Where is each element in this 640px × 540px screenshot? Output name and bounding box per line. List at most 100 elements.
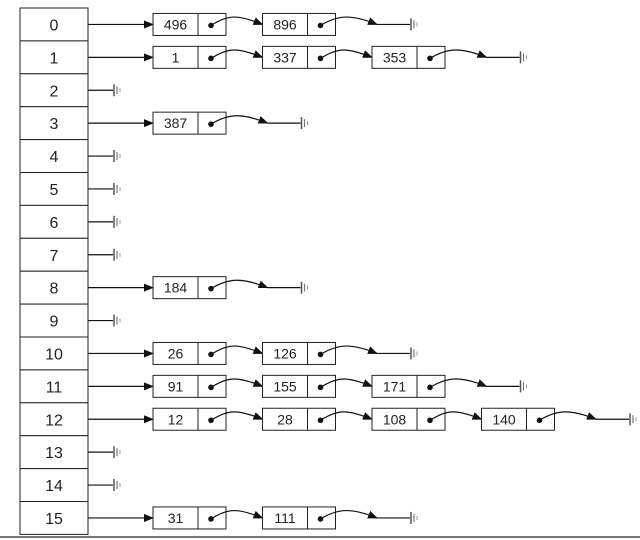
node-value: 353 <box>383 49 407 65</box>
bucket-7: 7 <box>19 237 121 272</box>
list-node: 155 <box>262 374 373 398</box>
node-value: 1 <box>172 49 180 65</box>
node-value: 126 <box>273 345 297 361</box>
bucket-13: 13 <box>19 435 121 470</box>
next-pointer-arrow <box>429 378 488 388</box>
next-pointer-arrow <box>320 16 378 26</box>
bucket-index: 10 <box>45 346 63 363</box>
bucket-14: 14 <box>19 468 121 503</box>
next-pointer-arrow <box>320 345 378 355</box>
list-node: 171 <box>371 374 527 398</box>
next-pointer-arrow <box>320 378 373 388</box>
null-terminator-icon <box>113 182 121 195</box>
list-node: 31 <box>152 506 264 530</box>
node-value: 337 <box>273 49 297 65</box>
next-pointer-arrow <box>210 16 264 26</box>
next-pointer-arrow <box>320 411 373 421</box>
next-pointer-arrow <box>429 49 488 59</box>
node-value: 140 <box>492 411 516 427</box>
bucket-index: 5 <box>50 182 59 199</box>
list-node: 496 <box>152 12 264 36</box>
node-value: 387 <box>164 115 188 131</box>
pointer-dot <box>427 384 433 391</box>
list-node: 126 <box>262 341 418 365</box>
bucket-cell <box>19 336 89 371</box>
bucket-index: 0 <box>50 17 59 34</box>
bucket-2: 2 <box>19 73 121 108</box>
bucket-cell <box>19 303 89 338</box>
bucket-index: 6 <box>50 215 59 232</box>
next-pointer-arrow <box>210 279 269 290</box>
bucket-cell <box>19 40 89 75</box>
node-value: 26 <box>168 345 184 361</box>
bucket-0: 0 496 896 <box>19 7 418 42</box>
bucket-cell <box>19 237 89 272</box>
bucket-cell <box>19 402 89 437</box>
list-node: 26 <box>152 341 264 365</box>
next-pointer-arrow <box>210 378 264 388</box>
list-node: 28 <box>262 407 373 431</box>
null-terminator-icon <box>410 511 418 524</box>
bucket-index: 12 <box>45 412 63 429</box>
list-node: 91 <box>152 374 264 398</box>
pointer-dot <box>208 384 214 391</box>
bucket-1: 1 1 337 353 <box>19 40 527 75</box>
node-value: 184 <box>164 280 188 296</box>
bucket-index: 11 <box>46 379 63 396</box>
next-pointer-arrow <box>429 411 483 421</box>
bucket-index: 7 <box>50 248 59 265</box>
node-value: 31 <box>168 510 184 526</box>
list-node: 108 <box>371 407 483 431</box>
bucket-3: 3 387 <box>19 106 308 141</box>
bucket-12: 12 12 28 108 140 <box>19 402 637 437</box>
next-pointer-arrow <box>210 49 264 59</box>
null-terminator-icon <box>519 51 527 64</box>
bucket-4: 4 <box>19 139 121 174</box>
node-value: 108 <box>383 411 407 427</box>
next-pointer-arrow <box>210 345 264 355</box>
null-terminator-icon <box>113 314 121 327</box>
node-value: 496 <box>164 16 188 32</box>
node-value: 91 <box>168 378 184 394</box>
list-node: 184 <box>152 276 308 300</box>
bucket-index: 1 <box>50 50 59 67</box>
next-pointer-arrow <box>210 115 269 125</box>
null-terminator-icon <box>410 18 418 31</box>
list-node: 353 <box>371 45 527 69</box>
node-value: 111 <box>274 510 295 526</box>
pointer-dot <box>208 285 214 292</box>
list-node: 111 <box>262 506 418 530</box>
bucket-6: 6 <box>19 204 121 239</box>
node-value: 12 <box>168 411 184 427</box>
null-terminator-icon <box>113 150 121 163</box>
list-node: 140 <box>481 407 637 431</box>
list-node: 896 <box>262 12 418 36</box>
bucket-cell <box>19 106 89 141</box>
bucket-index: 8 <box>50 281 59 298</box>
null-terminator-icon <box>410 347 418 360</box>
bucket-index: 3 <box>50 116 59 133</box>
bucket-10: 10 26 126 <box>19 336 418 371</box>
null-terminator-icon <box>113 446 121 459</box>
next-pointer-arrow <box>320 509 378 520</box>
bucket-cell <box>19 7 89 42</box>
null-terminator-icon <box>629 413 637 426</box>
pointer-dot <box>317 384 324 391</box>
null-terminator-icon <box>113 215 121 228</box>
null-terminator-icon <box>300 117 308 130</box>
bucket-cell <box>19 73 89 108</box>
bucket-9: 9 <box>19 303 121 338</box>
node-value: 28 <box>277 411 293 427</box>
next-pointer-arrow <box>210 411 264 421</box>
bucket-5: 5 <box>19 172 121 206</box>
next-pointer-arrow <box>210 509 264 520</box>
null-terminator-icon <box>113 479 121 492</box>
null-terminator-icon <box>519 380 527 393</box>
list-node: 1 <box>152 45 264 69</box>
null-terminator-icon <box>300 281 308 294</box>
bucket-index: 14 <box>45 478 63 495</box>
node-value: 896 <box>273 16 297 32</box>
null-terminator-icon <box>113 84 121 97</box>
